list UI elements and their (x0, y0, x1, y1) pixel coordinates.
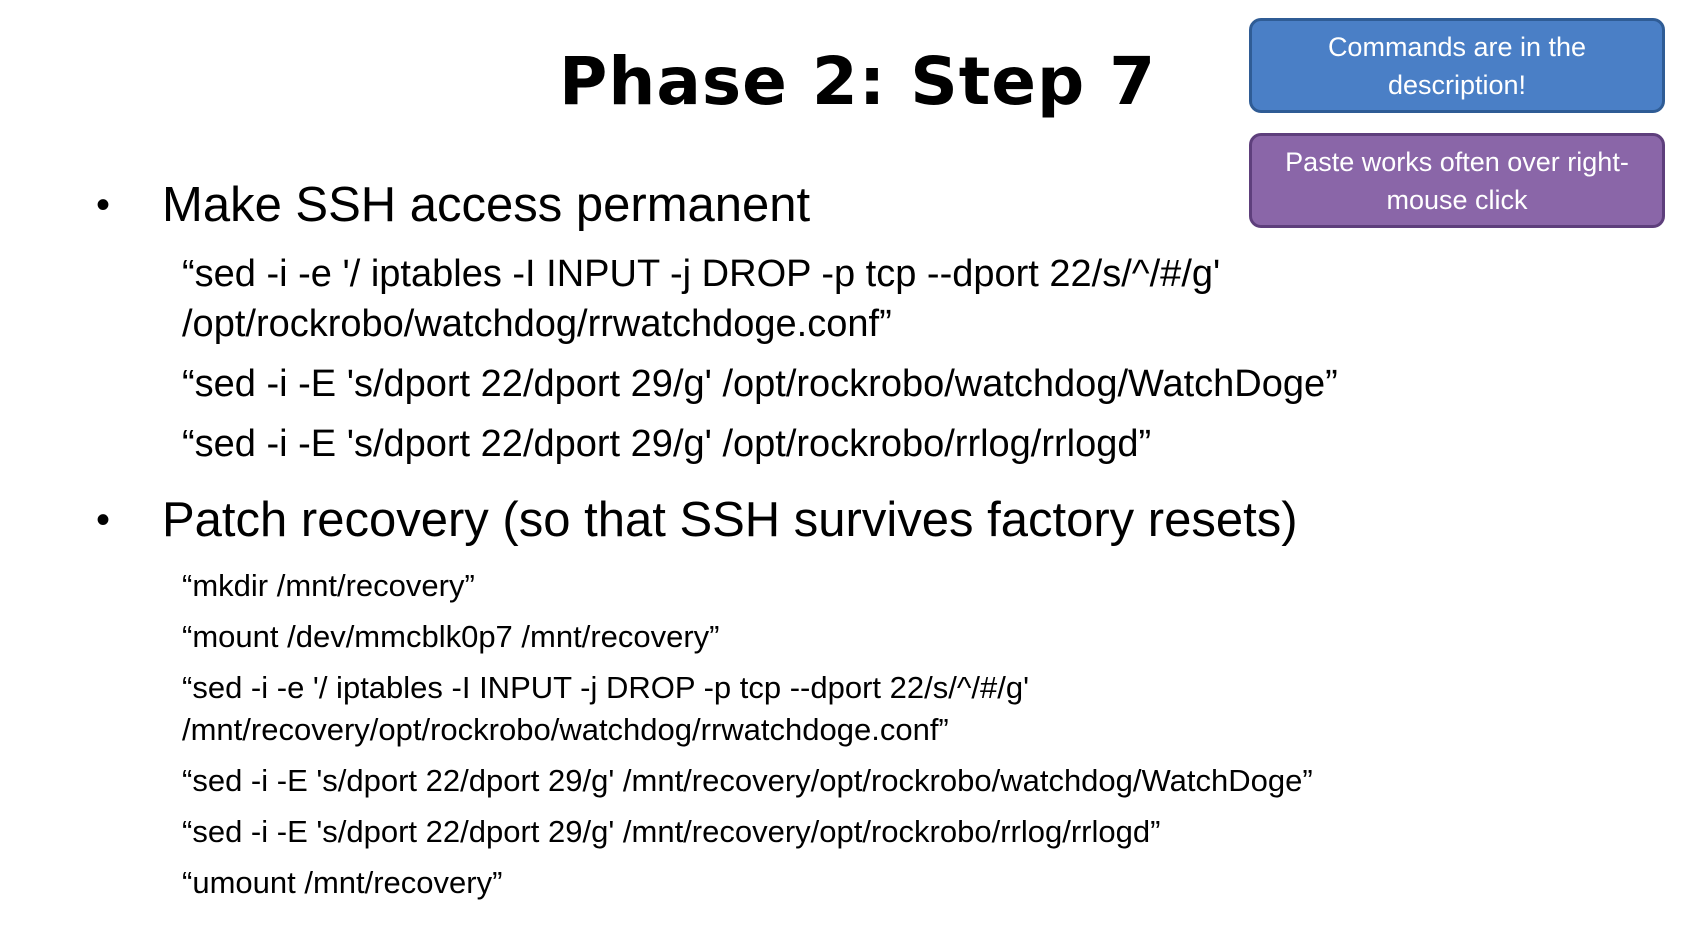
command-line: “sed -i -E 's/dport 22/dport 29/g' /opt/… (182, 423, 1152, 465)
command-line: /mnt/recovery/opt/rockrobo/watchdog/rrwa… (182, 712, 949, 747)
command-line: “sed -i -e '/ iptables -I INPUT -j DROP … (182, 670, 1030, 705)
command-line: “umount /mnt/recovery” (182, 865, 503, 900)
callout-text: Commands are in the description! (1327, 31, 1587, 100)
command-line: “mkdir /mnt/recovery” (182, 568, 475, 603)
bullet-dot: • (96, 498, 111, 542)
bullet-dot: • (96, 183, 111, 227)
command-line: “sed -i -E 's/dport 22/dport 29/g' /mnt/… (182, 814, 1161, 849)
command-line: “sed -i -E 's/dport 22/dport 29/g' /opt/… (182, 363, 1338, 405)
section-heading-patch-recovery: Patch recovery (so that SSH survives fac… (162, 493, 1298, 547)
slide-title: Phase 2: Step 7 (559, 43, 1157, 120)
command-line: “sed -i -e '/ iptables -I INPUT -j DROP … (182, 253, 1221, 295)
callout-paste-tip: Paste works often over right-mouse click (1249, 133, 1665, 228)
command-line: /opt/rockrobo/watchdog/rrwatchdoge.conf” (182, 303, 892, 345)
section-heading-ssh-permanent: Make SSH access permanent (162, 178, 811, 232)
command-line: “sed -i -E 's/dport 22/dport 29/g' /mnt/… (182, 763, 1313, 798)
callout-text: Paste works often over right-mouse click (1285, 146, 1629, 215)
command-line: “mount /dev/mmcblk0p7 /mnt/recovery” (182, 619, 720, 654)
callout-commands-in-description: Commands are in the description! (1249, 18, 1665, 113)
